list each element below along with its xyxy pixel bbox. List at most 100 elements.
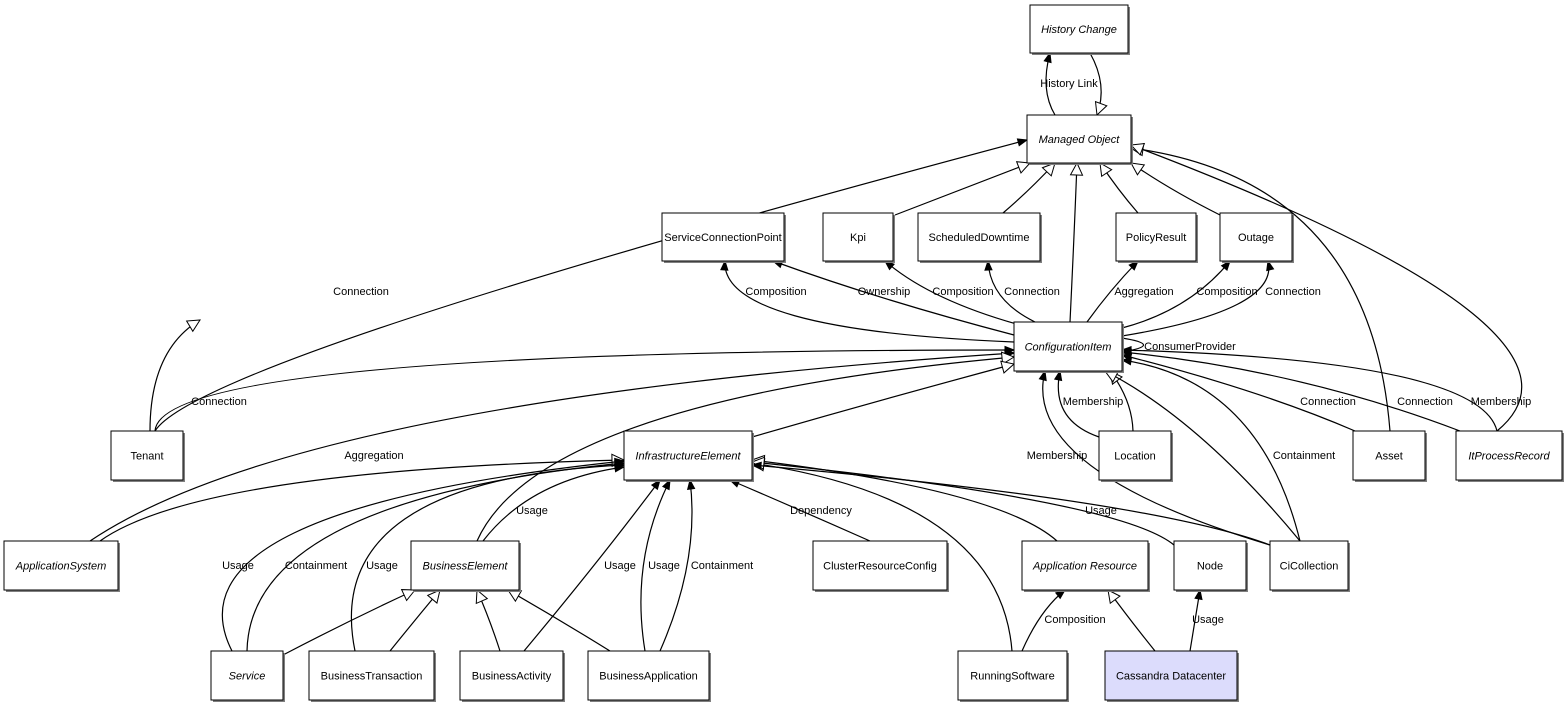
generalization-line	[751, 461, 1175, 546]
class-node-kpi[interactable]: Kpi	[822, 212, 895, 263]
edge-managed-to-history: History Link	[1040, 51, 1098, 116]
node-label: Asset	[1375, 451, 1403, 463]
class-node-outage[interactable]: Outage	[1219, 212, 1294, 263]
edge-itp-to-ci: Membership	[1120, 346, 1532, 432]
edge-label: Connection	[1397, 396, 1453, 408]
node-label: ClusterResourceConfig	[823, 561, 937, 573]
generalization-line	[894, 162, 1031, 216]
class-node-appres[interactable]: Application Resource	[1021, 540, 1150, 592]
node-box	[308, 650, 435, 701]
filled-arrowhead-icon	[1016, 138, 1029, 147]
node-label: Cassandra Datacenter	[1116, 671, 1226, 683]
node-box	[1013, 321, 1123, 372]
association-line	[221, 460, 625, 652]
edge-ci-to-sched: Connection	[984, 259, 1060, 323]
node-label: Node	[1197, 561, 1223, 573]
class-node-asset[interactable]: Asset	[1352, 430, 1427, 482]
class-node-service[interactable]: Service	[210, 650, 285, 702]
association-line	[1121, 354, 1356, 432]
class-node-bapp[interactable]: BusinessApplication	[587, 650, 711, 702]
edge-label: Containment	[691, 560, 753, 572]
node-box	[623, 430, 753, 481]
class-node-policy[interactable]: PolicyResult	[1115, 212, 1198, 263]
class-node-location[interactable]: Location	[1098, 430, 1173, 482]
filled-arrowhead-icon	[1220, 259, 1231, 272]
node-box	[587, 650, 710, 701]
class-node-tenant[interactable]: Tenant	[110, 430, 185, 482]
hollow-triangle-arrowhead-icon	[1069, 161, 1084, 176]
class-node-infra[interactable]: InfrastructureElement	[623, 430, 754, 482]
edge-label: Usage	[648, 560, 680, 572]
class-node-appsys[interactable]: ApplicationSystem	[3, 540, 120, 592]
edge-location-to-ci: Membership	[1053, 369, 1124, 438]
edge-label: Containment	[1273, 450, 1335, 462]
filled-arrowhead-icon	[1266, 259, 1275, 272]
generalization-line	[1069, 162, 1078, 323]
edge-bapp-to-bizel	[507, 589, 611, 652]
edge-label: Composition	[1044, 614, 1105, 626]
node-label: ConfigurationItem	[1025, 342, 1112, 354]
edge-cass-to-appres	[1107, 589, 1156, 652]
edge-cass-to-node: Usage	[1189, 588, 1224, 652]
edge-service-to-bizel	[282, 589, 417, 656]
class-node-cluster[interactable]: ClusterResourceConfig	[812, 540, 949, 592]
node-box	[1269, 540, 1349, 591]
node-box	[1115, 212, 1197, 262]
edge-label: Composition	[1196, 286, 1257, 298]
class-node-ci[interactable]: ConfigurationItem	[1013, 321, 1124, 373]
class-node-itp[interactable]: ItProcessRecord	[1455, 430, 1564, 482]
edge-label: Membership	[1471, 396, 1532, 408]
edge-bact-to-bizel	[475, 588, 501, 652]
class-node-running[interactable]: RunningSoftware	[957, 650, 1069, 702]
edge-kpi-to-managed	[894, 161, 1032, 216]
class-node-cass[interactable]: Cassandra Datacenter	[1104, 650, 1239, 702]
node-box	[3, 540, 119, 591]
edge-asset-to-ci: Connection	[1120, 353, 1356, 432]
generalization-line	[1104, 370, 1301, 542]
edge-policy-to-managed	[1099, 162, 1139, 214]
node-box	[1352, 430, 1426, 481]
edge-label: Connection	[333, 286, 389, 298]
filled-arrowhead-icon	[1194, 588, 1203, 601]
hollow-triangle-arrowhead-icon	[1129, 143, 1146, 156]
edge-ci-to-scp: Composition	[720, 259, 1015, 343]
node-label: Outage	[1238, 232, 1274, 244]
node-box	[661, 212, 785, 262]
hollow-triangle-arrowhead-icon	[475, 588, 489, 605]
class-node-scp[interactable]: ServiceConnectionPoint	[661, 212, 786, 263]
class-node-managed[interactable]: Managed Object	[1026, 114, 1133, 165]
node-box	[410, 540, 520, 591]
node-label: History Change	[1041, 24, 1117, 36]
class-node-btx[interactable]: BusinessTransaction	[308, 650, 436, 702]
class-node-node[interactable]: Node	[1173, 540, 1248, 592]
hollow-triangle-arrowhead-icon	[1107, 589, 1121, 605]
node-box	[1029, 4, 1129, 54]
edge-label: History Link	[1040, 78, 1098, 90]
class-node-bizel[interactable]: BusinessElement	[410, 540, 521, 592]
edge-label: Membership	[1063, 396, 1124, 408]
node-label: BusinessActivity	[472, 671, 552, 683]
association-line	[1057, 370, 1100, 438]
edge-bact-to-infra: Usage	[523, 478, 661, 652]
edge-sched-to-managed	[1002, 162, 1056, 214]
edge-label: Composition	[932, 286, 993, 298]
filled-arrowhead-icon	[720, 259, 729, 271]
filled-arrowhead-icon	[661, 478, 671, 491]
node-label: PolicyResult	[1126, 232, 1187, 244]
node-label: Managed Object	[1039, 134, 1121, 146]
edge-bizel-to-ci	[476, 351, 1016, 542]
edge-label: Usage	[516, 505, 548, 517]
edge-label: Membership	[1027, 450, 1088, 462]
filled-arrowhead-icon	[650, 478, 661, 491]
class-node-cicoll[interactable]: CiCollection	[1269, 540, 1350, 592]
filled-arrowhead-icon	[1038, 369, 1047, 382]
edge-tenant-to-ci: Connection	[154, 345, 1016, 432]
edge-itp-to-managed	[1129, 143, 1523, 432]
edge-ci-to-scp: Ownership	[771, 260, 1015, 336]
class-node-history[interactable]: History Change	[1029, 4, 1130, 55]
class-node-bact[interactable]: BusinessActivity	[459, 650, 565, 702]
node-label: InfrastructureElement	[635, 451, 741, 463]
association-line	[89, 352, 1015, 542]
class-node-sched[interactable]: ScheduledDowntime	[917, 212, 1042, 263]
association-line	[729, 479, 871, 542]
